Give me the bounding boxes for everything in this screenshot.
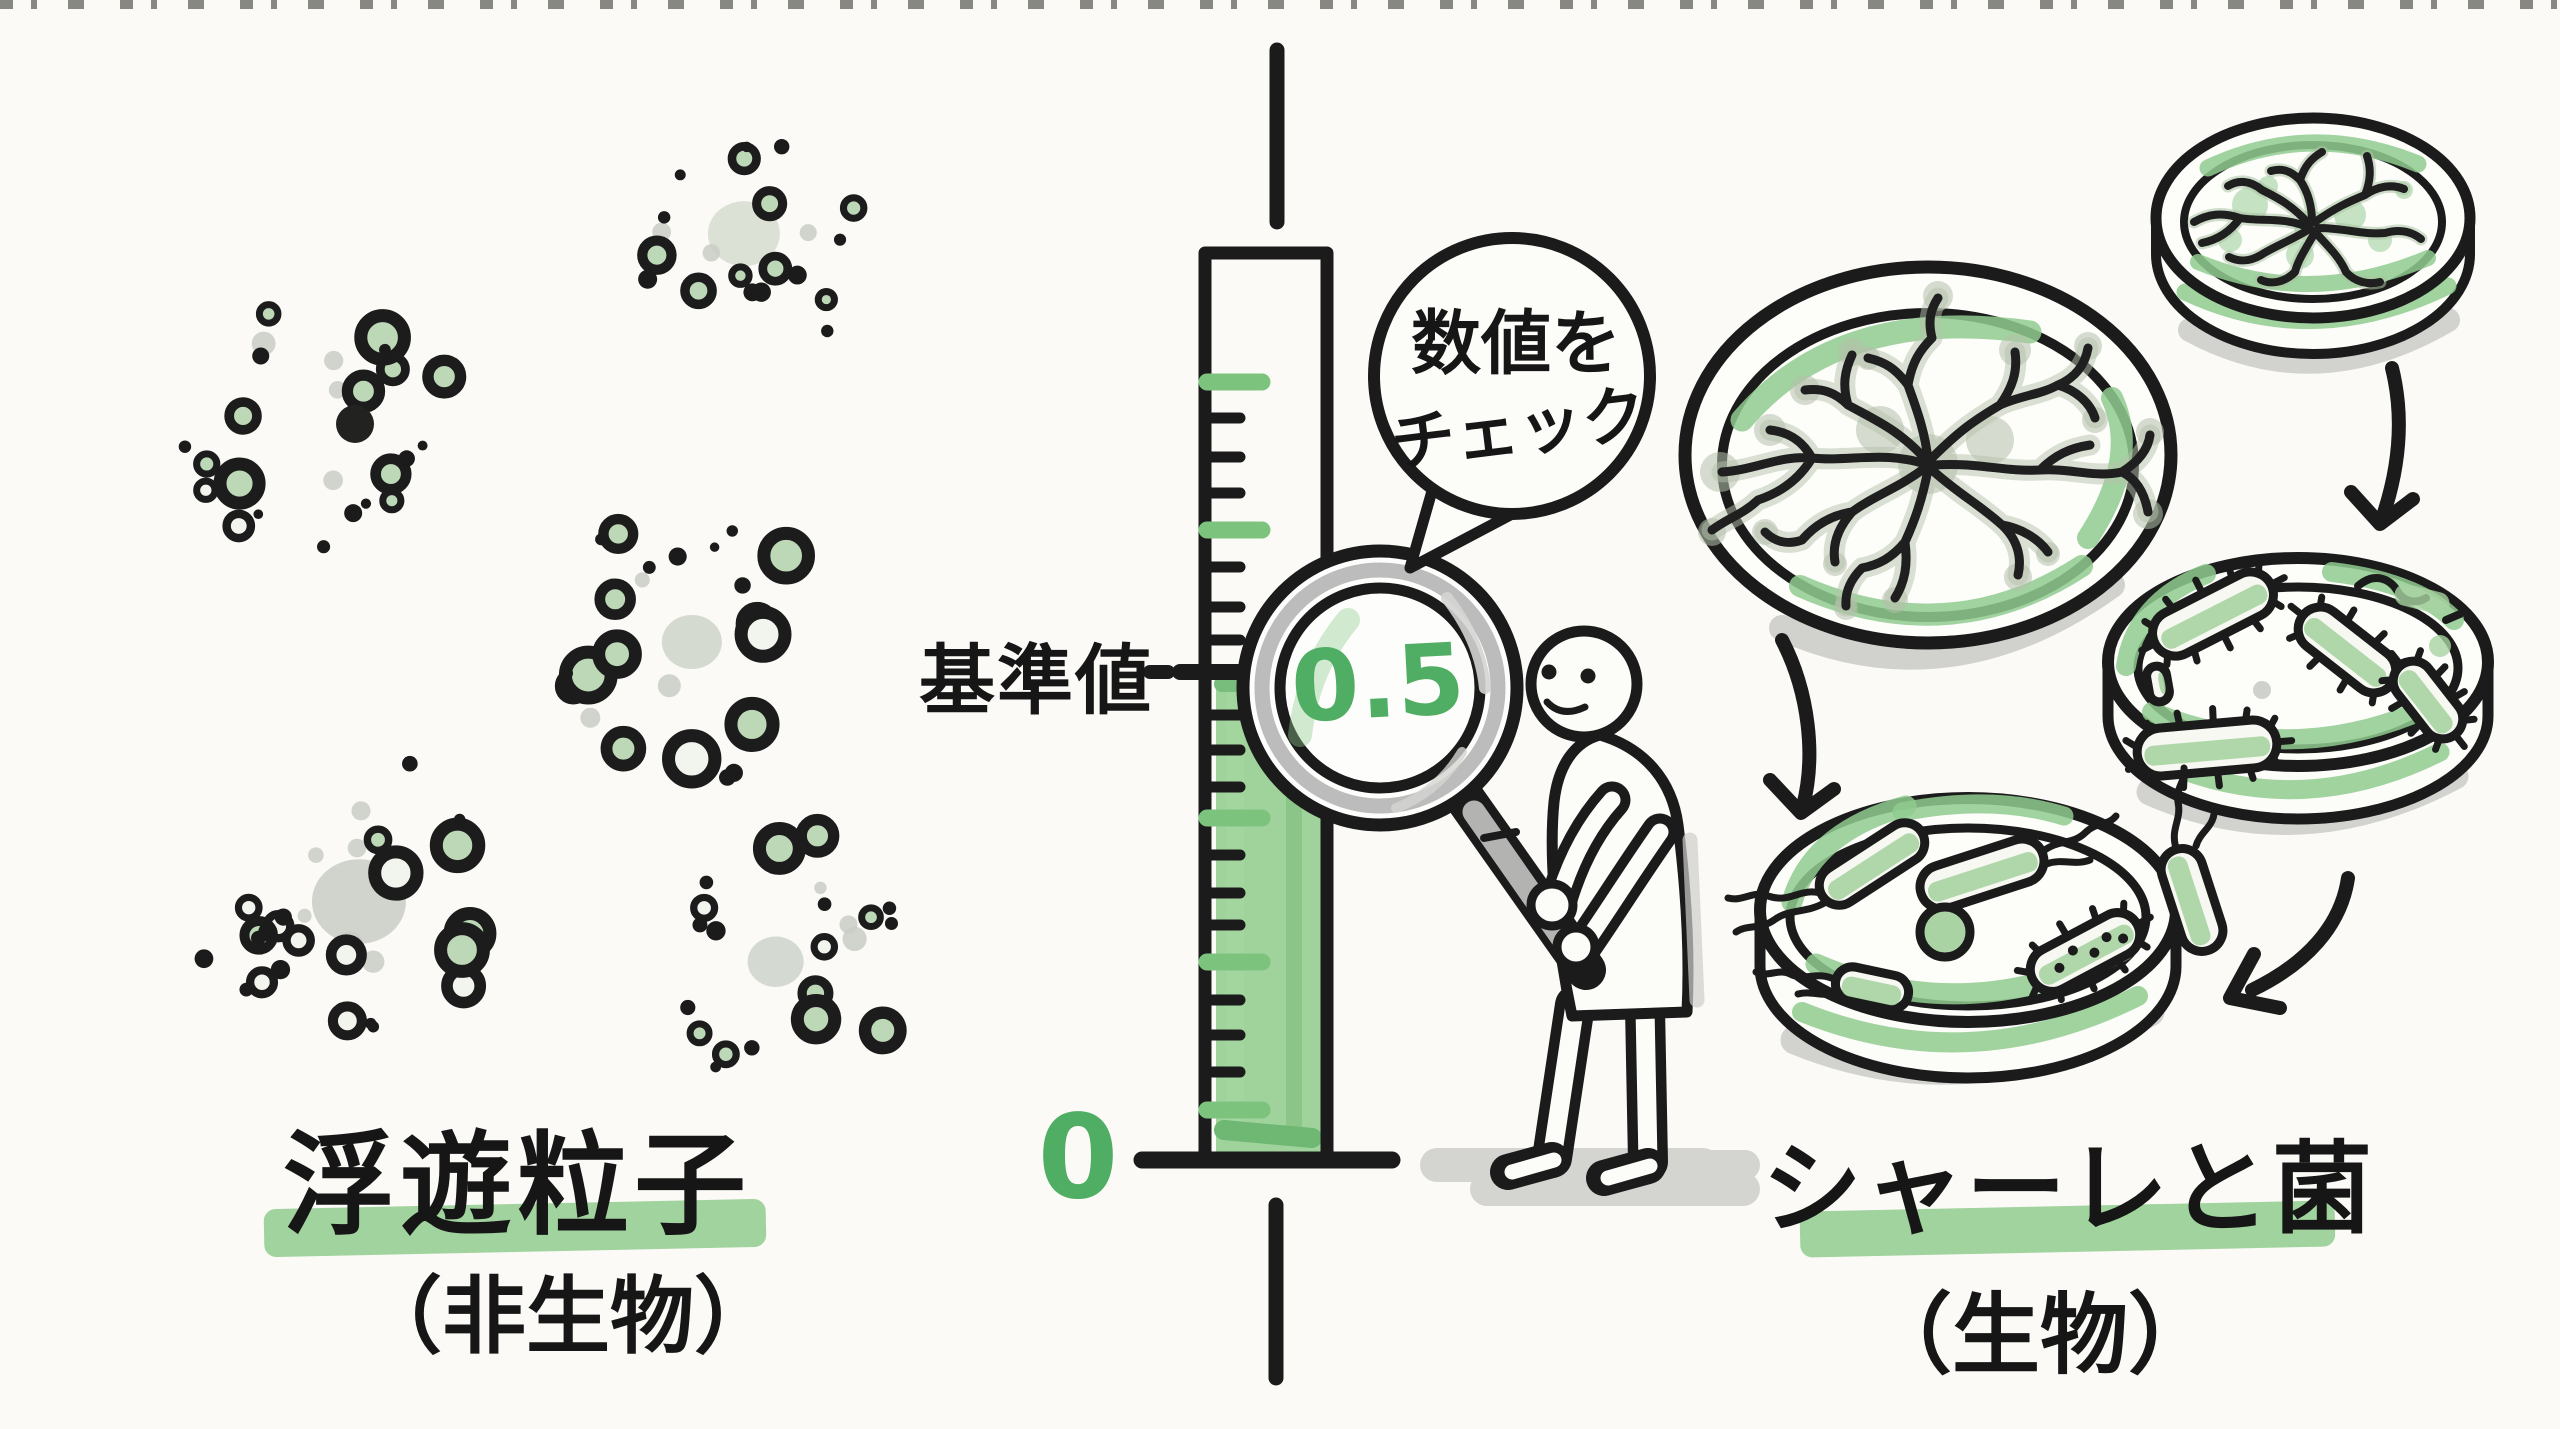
bacterium-spiky-icon [2122,705,2296,792]
arrow-curve-left-icon [2223,871,2355,1015]
bacterium-icon [2142,661,2174,707]
bacterium-icon [1830,962,1914,1014]
bacterium-icon [1814,818,1930,910]
particle-cluster [554,513,815,789]
bubble-text-line1: 数値を [1411,302,1621,385]
bacterium-spiky-icon [2378,647,2478,753]
petri-dish-mold-large-icon [1678,260,2178,670]
speech-bubble-body [1368,232,1656,520]
mold-colony-icon [1707,293,2155,611]
bacterium-spiky-icon [2138,559,2288,669]
speech-bubble [1368,232,1656,574]
petri-dish-mold-small-icon [2150,112,2476,374]
particle-clusters-icon [178,138,907,1073]
bacterium-icon [2156,844,2228,956]
bacterium-spiky-icon [2013,899,2154,1004]
left-subtitle: （非生物） [357,1267,779,1366]
arrow-down-right-icon [2344,361,2420,531]
person-hand [1552,923,1600,971]
paper-edge-artifact [0,0,2560,9]
particle-cluster [178,301,467,554]
petri-dishes [1678,112,2494,1085]
left-title: 浮遊粒子 [283,1121,751,1251]
lens-reading-value: 0.5 [1288,622,1468,746]
zero-label: 0 [1037,1090,1119,1226]
magnifier-lens [1236,544,1524,832]
right-title: シャーレと菌 [1762,1130,2374,1248]
person-smile [1543,698,1589,715]
petri-dish-flagella-icon [1724,764,2228,1085]
arrow-down-left-icon [1763,633,1841,820]
particle-cluster [680,813,907,1073]
bacterium-icon [1915,834,2049,914]
magnifier-icon [1236,544,1606,990]
petri-dish-bacteria-icon [2102,552,2494,835]
particle-cluster [194,755,497,1041]
gauge-ticks [1198,373,1271,1119]
flow-arrows [1763,361,2420,1015]
person-hand [1526,879,1578,931]
person-head [1525,625,1643,743]
right-subtitle: （生物） [1863,1283,2217,1387]
reference-value-label: 基準値 [919,636,1153,725]
particle-cluster [637,138,868,338]
